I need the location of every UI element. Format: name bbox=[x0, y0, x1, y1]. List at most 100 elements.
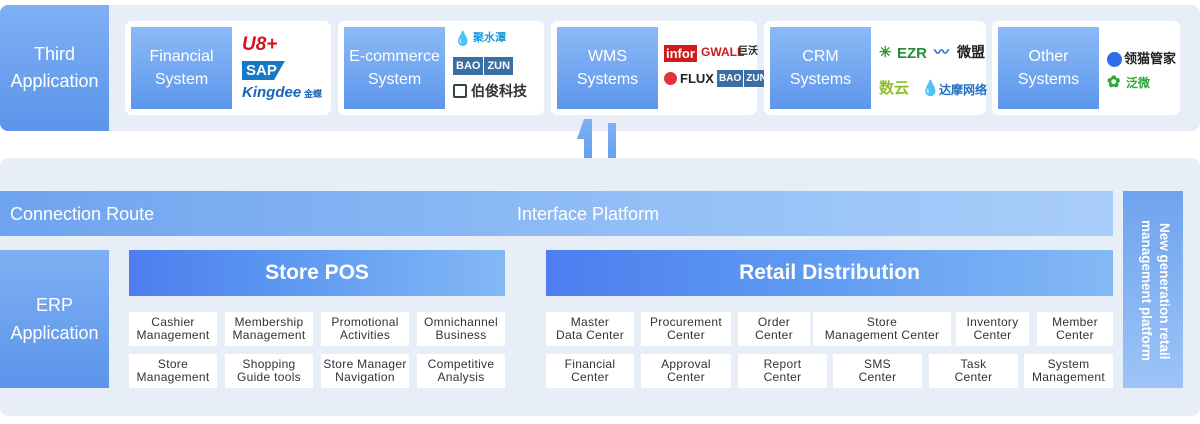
baozun-zun: ZUN bbox=[484, 57, 514, 75]
fanwei-icon: ✿ bbox=[1107, 74, 1121, 91]
ezr-logo: EZR bbox=[897, 45, 927, 62]
lingmao-logo: 领猫管家 bbox=[1124, 51, 1177, 66]
rd-module-label: Member bbox=[1052, 315, 1098, 329]
other-systems-card[interactable]: Other Systems 领猫管家 ✿ 泛微 bbox=[992, 21, 1180, 115]
financial-system-card[interactable]: Financial System U8+ SAP Kingdee 金蝶 bbox=[125, 21, 331, 115]
connection-route-bar bbox=[0, 191, 1113, 236]
pos-module-label: Management bbox=[136, 328, 210, 342]
rd-module-label: Center bbox=[667, 370, 705, 384]
third-application-label: Third Application bbox=[0, 5, 109, 131]
wms-systems-card[interactable]: WMS Systems infor GWALL 巨沃 FLUX BAO ZUN bbox=[551, 21, 769, 115]
ecommerce-logos: 💧 聚水潭 BAO ZUN 伯俊科技 bbox=[451, 27, 541, 109]
connection-route-label: Connection Route bbox=[10, 204, 155, 224]
crm-logos: ✳ EZR 〰 微盟 数云 💧 达摩网络 bbox=[877, 27, 987, 109]
other-logos: 领猫管家 ✿ 泛微 bbox=[1105, 27, 1178, 109]
rd-module-label: Center bbox=[667, 328, 705, 342]
jushuitan-text: 聚水潭 bbox=[473, 32, 506, 44]
pos-module-label: Shopping bbox=[242, 357, 296, 371]
ecommerce-system-card[interactable]: E-commerce System 💧 聚水潭 BAO ZUN 伯俊科技 bbox=[338, 21, 544, 115]
pos-module-label: Activities bbox=[339, 328, 391, 342]
rd-module-label: Report bbox=[763, 357, 802, 371]
erp-application-label: ERP Application bbox=[0, 250, 109, 388]
pos-module-label: Membership bbox=[234, 315, 304, 329]
crm-systems-card[interactable]: CRM Systems ✳ EZR 〰 微盟 数云 💧 达摩网络 bbox=[764, 21, 987, 115]
pos-module-label: Analysis bbox=[437, 370, 485, 384]
financial-logos: U8+ SAP Kingdee 金蝶 bbox=[240, 27, 328, 109]
third-application-panel: Third Application Financial System U8+ S… bbox=[0, 5, 1200, 131]
pos-module-label: Management bbox=[136, 370, 210, 384]
juwo-logo: 巨沃 bbox=[738, 46, 758, 57]
crm-systems-title: CRM Systems bbox=[770, 27, 871, 109]
flux-icon bbox=[664, 72, 677, 85]
wms-logos: infor GWALL 巨沃 FLUX BAO ZUN bbox=[663, 27, 769, 109]
retail-distribution-header: Retail Distribution bbox=[546, 250, 1113, 296]
pos-module-label: Promotional bbox=[331, 315, 399, 329]
rd-module-label: Management bbox=[1031, 370, 1106, 384]
u8-logo: U8+ bbox=[242, 34, 278, 55]
wms-baozun-logo: BAO ZUN bbox=[717, 70, 769, 87]
wms-systems-title: WMS Systems bbox=[557, 27, 658, 109]
pos-module-label: Store bbox=[157, 357, 189, 371]
interface-platform-label: Interface Platform bbox=[517, 204, 660, 224]
weimeng-icon: 〰 bbox=[934, 44, 950, 61]
rd-module-label: System bbox=[1047, 357, 1090, 371]
ecommerce-system-title-line1: E-commerce bbox=[349, 48, 440, 65]
rd-module-label: Center bbox=[1056, 328, 1094, 342]
pos-module-label: Omnichannel bbox=[423, 315, 498, 329]
retail-platform-side-bar bbox=[1123, 191, 1183, 388]
damo-logo: 达摩网络 bbox=[939, 83, 988, 97]
gwall-logo: GWALL bbox=[701, 45, 745, 59]
rd-module-label: Center bbox=[858, 370, 897, 384]
jushuitan-logo: 💧 bbox=[454, 30, 472, 46]
wms-baozun-bao: BAO bbox=[717, 70, 744, 87]
pos-module-label: Business bbox=[435, 328, 487, 342]
rd-module-label: Center bbox=[755, 328, 793, 342]
shuyun-logo: 数云 bbox=[879, 80, 910, 97]
ecommerce-system-title: E-commerce System bbox=[344, 27, 445, 109]
wms-systems-title-line1: WMS bbox=[587, 48, 628, 65]
ecommerce-system-title-line2: System bbox=[367, 71, 422, 88]
baozun-bao: BAO bbox=[453, 57, 484, 75]
weimeng-logo: 微盟 bbox=[957, 44, 985, 60]
pos-module-label: Cashier bbox=[151, 315, 195, 329]
erp-label-line1: ERP bbox=[35, 295, 73, 315]
erp-label-line2: Application bbox=[10, 323, 99, 343]
bojun-icon bbox=[453, 84, 467, 98]
rd-module-label: Procurement bbox=[650, 315, 722, 329]
rd-module-label: Approval bbox=[661, 357, 711, 371]
rd-module-label: Management Center bbox=[824, 328, 940, 342]
rd-module-label: SMS bbox=[864, 357, 891, 371]
pos-module-label: Store Manager bbox=[323, 357, 407, 371]
financial-system-title: Financial System bbox=[131, 27, 232, 109]
kingdee-logo: Kingdee bbox=[242, 84, 302, 101]
financial-system-title-line2: System bbox=[154, 71, 209, 88]
flux-logo: FLUX bbox=[680, 71, 714, 86]
rd-module-label: Master bbox=[570, 315, 610, 329]
pos-module-label: Navigation bbox=[335, 370, 395, 384]
wms-baozun-zun: ZUN bbox=[744, 70, 769, 87]
damo-icon: 💧 bbox=[921, 80, 940, 97]
ezr-icon: ✳ bbox=[879, 44, 892, 61]
rd-module-label: Center bbox=[571, 370, 609, 384]
retail-platform-side-text: New generation retail management platfor… bbox=[1139, 220, 1172, 362]
